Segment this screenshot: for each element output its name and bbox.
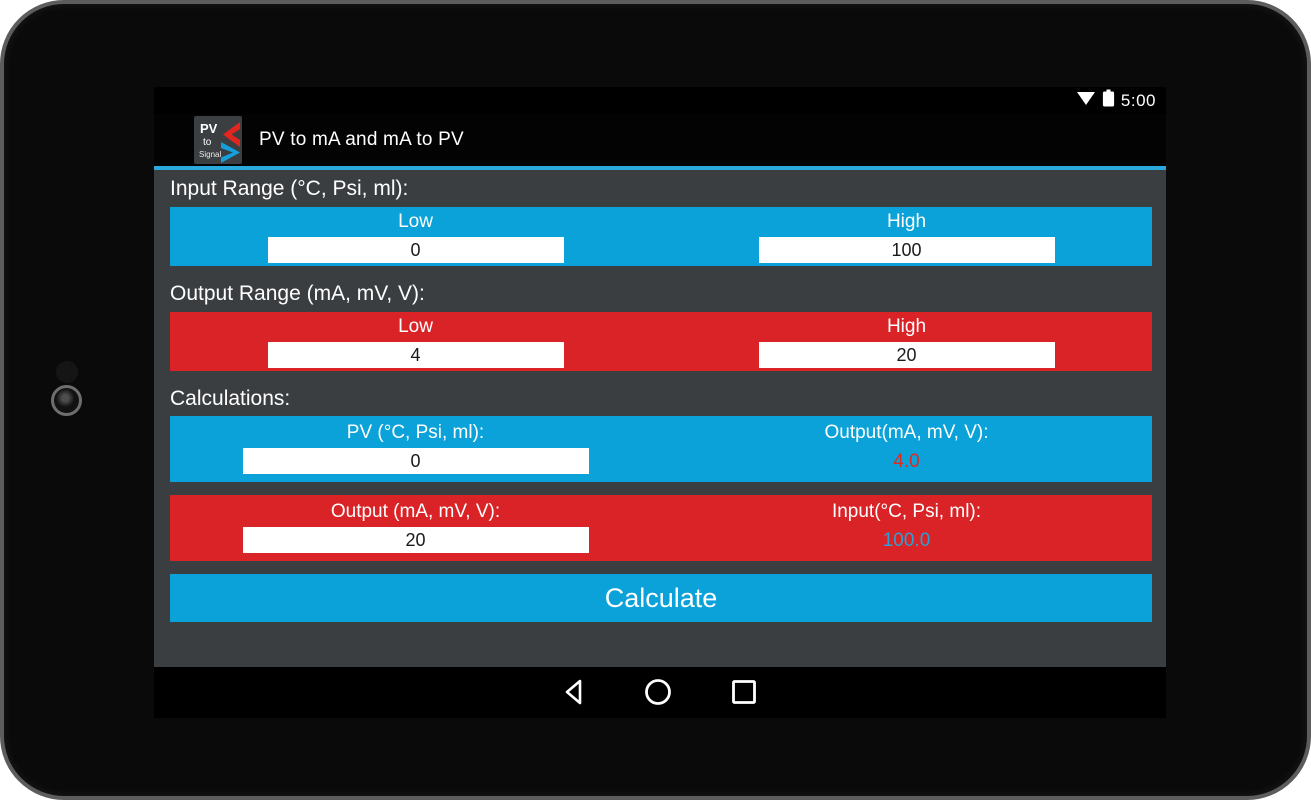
- pv-field[interactable]: [242, 448, 589, 474]
- output-field[interactable]: [242, 527, 589, 553]
- screen: 5:00 PV to Signal PV to mA and mA to PV …: [154, 87, 1166, 718]
- main-content: Input Range (°C, Psi, ml): Low High Outp…: [154, 170, 1166, 667]
- pv-label: PV (°C, Psi, ml):: [346, 422, 485, 443]
- front-camera-lens: [51, 385, 82, 416]
- output-result-cell: Output(mA, mV, V): 4.0: [661, 416, 1152, 482]
- output-range-row: Low High: [170, 312, 1152, 371]
- output-low-field[interactable]: [267, 342, 564, 368]
- output-result-label: Output(mA, mV, V):: [824, 422, 989, 443]
- home-button[interactable]: [643, 677, 673, 707]
- input-result-label: Input(°C, Psi, ml):: [831, 501, 982, 522]
- input-result-value: 100.0: [882, 530, 931, 551]
- pv-to-output-row: PV (°C, Psi, ml): Output(mA, mV, V): 4.0: [170, 416, 1152, 482]
- app-title: PV to mA and mA to PV: [259, 129, 464, 150]
- accent-divider: [154, 166, 1166, 170]
- output-high-label: High: [886, 316, 927, 337]
- clock: 5:00: [1120, 90, 1156, 110]
- svg-text:to: to: [203, 137, 212, 148]
- input-low-field[interactable]: [267, 237, 564, 263]
- battery-icon: [1102, 89, 1115, 112]
- app-bar: PV to Signal PV to mA and mA to PV: [154, 114, 1166, 166]
- output-range-high-cell: High: [661, 312, 1152, 371]
- input-low-label: Low: [398, 211, 433, 232]
- output-range-low-cell: Low: [170, 312, 661, 371]
- output-label: Output (mA, mV, V):: [330, 501, 501, 522]
- calculations-heading: Calculations:: [170, 387, 291, 410]
- input-high-label: High: [886, 211, 927, 232]
- wifi-icon: [1076, 90, 1096, 111]
- output-low-label: Low: [398, 316, 433, 337]
- status-bar: 5:00: [154, 87, 1166, 114]
- input-result-cell: Input(°C, Psi, ml): 100.0: [661, 495, 1152, 561]
- output-high-field[interactable]: [758, 342, 1055, 368]
- recents-icon: [732, 680, 756, 704]
- output-range-heading: Output Range (mA, mV, V):: [170, 282, 425, 305]
- output-cell: Output (mA, mV, V):: [170, 495, 661, 561]
- back-button[interactable]: [561, 677, 587, 707]
- back-icon: [565, 679, 582, 705]
- output-to-input-row: Output (mA, mV, V): Input(°C, Psi, ml): …: [170, 495, 1152, 561]
- svg-text:PV: PV: [200, 121, 218, 136]
- input-high-field[interactable]: [758, 237, 1055, 263]
- output-result-value: 4.0: [893, 451, 920, 472]
- sensor-dot: [56, 361, 78, 383]
- recents-button[interactable]: [729, 677, 759, 707]
- input-range-high-cell: High: [661, 207, 1152, 266]
- calculate-button[interactable]: Calculate: [170, 574, 1152, 622]
- navigation-bar: [154, 667, 1166, 717]
- input-range-row: Low High: [170, 207, 1152, 266]
- svg-text:Signal: Signal: [199, 150, 221, 159]
- pv-cell: PV (°C, Psi, ml):: [170, 416, 661, 482]
- app-logo-icon: PV to Signal: [194, 116, 242, 164]
- input-range-heading: Input Range (°C, Psi, ml):: [170, 177, 409, 200]
- home-icon: [645, 679, 671, 705]
- input-range-low-cell: Low: [170, 207, 661, 266]
